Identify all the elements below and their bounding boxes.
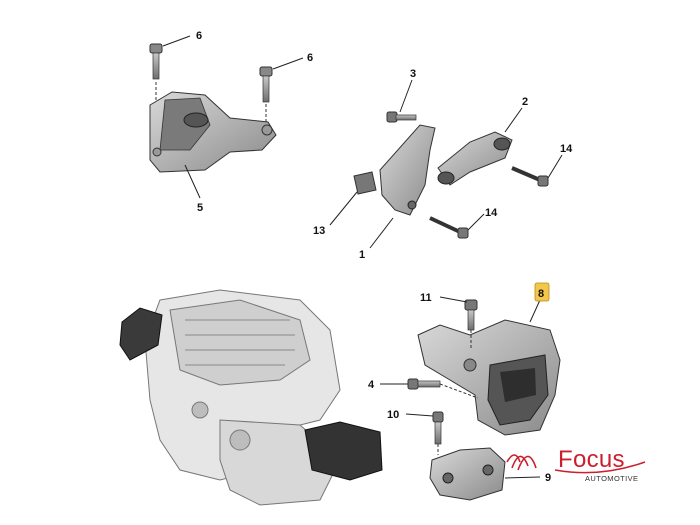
callout-3: 3 bbox=[410, 68, 416, 80]
callout-6-right: 6 bbox=[307, 52, 313, 64]
callout-1: 1 bbox=[359, 249, 365, 261]
callout-13: 13 bbox=[313, 225, 325, 237]
callout-14-upper: 14 bbox=[560, 143, 573, 155]
callout-8: 8 bbox=[538, 288, 544, 300]
bracket-part-1 bbox=[379, 124, 436, 216]
bolt-part-14-upper bbox=[511, 166, 549, 187]
bolt-part-6-right bbox=[259, 66, 273, 122]
bolt-part-4 bbox=[407, 378, 479, 399]
leader-lines bbox=[162, 35, 563, 479]
gearbox-mount-dark bbox=[304, 421, 383, 481]
callout-14-lower: 14 bbox=[485, 207, 498, 219]
callout-9: 9 bbox=[545, 472, 551, 484]
torque-rod-part-2 bbox=[437, 131, 513, 186]
callout-6-left: 6 bbox=[196, 30, 202, 42]
engine-side-mount-dark bbox=[119, 307, 163, 361]
brand-underline-swoosh bbox=[554, 461, 646, 474]
callout-8-highlight bbox=[534, 282, 550, 302]
bolt-part-3 bbox=[386, 111, 417, 123]
bracket-part-9 bbox=[429, 447, 506, 501]
clip-part-13 bbox=[353, 171, 377, 195]
callout-10: 10 bbox=[387, 409, 399, 421]
bolt-part-14-lower bbox=[429, 216, 469, 239]
brand-tagline: AUTOMOTIVE bbox=[585, 474, 639, 483]
callout-5: 5 bbox=[197, 202, 203, 214]
gearbox-mount-part-8 bbox=[417, 319, 561, 436]
bolt-part-10 bbox=[432, 411, 444, 455]
callout-4: 4 bbox=[368, 379, 375, 391]
bolt-part-6-left bbox=[149, 43, 163, 102]
callout-11: 11 bbox=[420, 292, 432, 304]
engine-assembly bbox=[144, 289, 341, 506]
bolt-part-11 bbox=[464, 299, 478, 348]
callout-2: 2 bbox=[522, 96, 528, 108]
brand-logo-text: Focus bbox=[558, 446, 625, 473]
brand-logo-mark bbox=[506, 454, 537, 471]
engine-mount-part-5 bbox=[149, 91, 277, 173]
